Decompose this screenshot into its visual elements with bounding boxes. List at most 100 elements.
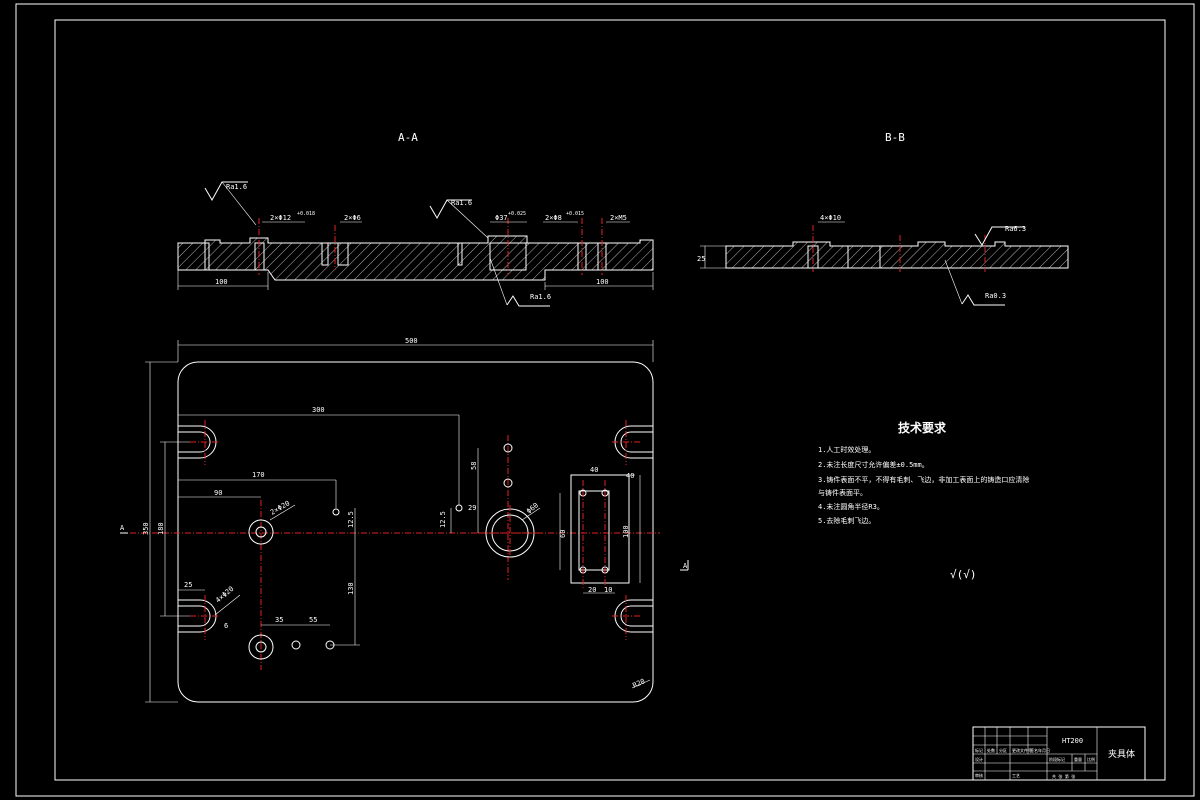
aa-hole3-tol: +0.015 — [566, 211, 584, 217]
hole-small-5 — [503, 443, 513, 453]
plan-view: 500 350 180 300 170 90 25 35 55 130 58 2… — [120, 337, 689, 703]
tech-req-3: 3.铸件表面不平，不得有毛刺、飞边，非加工表面上的铸造口应清除 — [818, 475, 1029, 484]
bb-roughness-bottom: Ra0.3 — [944, 259, 1006, 306]
tb-label-date: 年月日 — [1038, 747, 1050, 753]
tech-req-title: 技术要求 — [898, 420, 947, 435]
outer-frame — [15, 3, 1195, 797]
hole-small-6 — [503, 478, 513, 488]
dim-12-5a: 12.5 — [347, 511, 355, 528]
bb-hole-1 — [807, 245, 819, 269]
bb-roughness-bottom-label: Ra0.3 — [985, 292, 1006, 300]
hole-bottom-boss-inner — [255, 641, 267, 653]
aa-hole1-label: 2×Φ12 — [270, 214, 291, 222]
aa-center-tol: +0.025 — [508, 211, 526, 217]
dim-55: 55 — [309, 616, 317, 624]
hole-small-1 — [291, 640, 301, 650]
roughness-note: √(√) — [950, 568, 977, 581]
aa-roughness-mid: Ra1.6 — [429, 199, 489, 239]
tb-label-sign: 签名 — [1030, 747, 1038, 753]
tech-req-1: 1.人工时效处理。 — [818, 445, 875, 454]
aa-roughness-left: Ra1.6 — [204, 181, 257, 226]
bb-roughness-top: Ra6.3 — [974, 225, 1026, 246]
aa-slot-1 — [204, 242, 210, 271]
aa-center-label: Φ37 — [495, 214, 508, 222]
hole-left-boss-inner — [255, 526, 267, 538]
dim-300: 300 — [312, 406, 325, 414]
aa-hole-4 — [457, 242, 463, 266]
dim-20: 20 — [588, 586, 596, 594]
dim-29: 29 — [468, 504, 476, 512]
title-block-code: HT200 — [1062, 737, 1083, 745]
aa-hole-3 — [337, 242, 349, 266]
dim-100: 100 — [622, 525, 630, 538]
title-block: HT200 夹具体 标记 处数 分区 更改文件号 签名 年月日 设计 审核 工艺… — [972, 726, 1146, 781]
bb-thick-label: 25 — [697, 255, 705, 263]
hole-small-3 — [332, 508, 340, 516]
tb-process: 工艺 — [1012, 773, 1020, 778]
inner-frame — [54, 19, 1166, 781]
dim-overall-width: 500 — [405, 337, 418, 345]
dim-10: 10 — [604, 586, 612, 594]
bb-hole-label: 4×Φ10 — [820, 214, 841, 222]
tb-stage: 阶段标记 — [1049, 756, 1065, 762]
tech-req-2: 2.未注长度尺寸允许偏差±0.5mm。 — [818, 460, 929, 469]
bb-hole-2 — [847, 245, 881, 269]
dim-12-5b: 12.5 — [439, 511, 447, 528]
bb-roughness-top-label: Ra6.3 — [1005, 225, 1026, 233]
tb-design: 设计 — [975, 756, 983, 762]
title-block-name: 夹具体 — [1108, 748, 1135, 760]
aa-hole1-tol: +0.018 — [297, 211, 315, 217]
section-aa: A-A Ra1.6 Ra1.6 Ra1.6 — [177, 131, 654, 307]
dim-90: 90 — [214, 489, 222, 497]
section-bb-title: B-B — [885, 131, 905, 144]
label-slot-6: 6 — [224, 622, 228, 630]
hole-small-4 — [455, 504, 463, 512]
dim-40b: 40 — [626, 472, 634, 480]
section-aa-title: A-A — [398, 131, 418, 144]
cut-plane-a-left: A — [120, 524, 125, 532]
plan-dim-lines — [145, 340, 654, 703]
aa-dim-left: 100 — [215, 278, 228, 286]
dim-overall-height: 350 — [142, 522, 150, 535]
tech-req-3b: 与铸件表面平。 — [818, 488, 867, 497]
dim-130: 130 — [347, 582, 355, 595]
tb-label-zone: 分区 — [999, 747, 1007, 753]
tech-req-5: 5.去除毛刺飞边。 — [818, 516, 875, 525]
tb-scale: 比例 — [1087, 756, 1095, 762]
aa-hole4-label: 2×M5 — [610, 214, 627, 222]
hole-bottom-boss — [248, 634, 274, 660]
dim-58: 58 — [470, 462, 478, 470]
tech-requirements: 技术要求 1.人工时效处理。 2.未注长度尺寸允许偏差±0.5mm。 3.铸件表… — [818, 420, 1029, 581]
dim-r20: R20 — [631, 677, 646, 690]
dim-40a: 40 — [590, 466, 598, 474]
section-bb: B-B 25 4×Φ10 Ra6.3 Ra0.3 — [697, 131, 1069, 306]
tb-check: 审核 — [975, 772, 983, 778]
aa-dim-right: 100 — [596, 278, 609, 286]
dim-inner-height: 180 — [157, 522, 165, 535]
hole-left-boss — [248, 519, 274, 545]
aa-body — [177, 235, 654, 281]
aa-roughness-bottom-label: Ra1.6 — [530, 293, 551, 301]
aa-hole3-label: 2×Φ8 — [545, 214, 562, 222]
aa-hole-2 — [321, 242, 329, 266]
cut-plane-a-right: A — [683, 562, 688, 570]
aa-roughness-mid-label: Ra1.6 — [451, 199, 472, 207]
dim-170: 170 — [252, 471, 265, 479]
dim-25: 25 — [184, 581, 192, 589]
plan-outline — [177, 361, 654, 703]
aa-roughness-left-label: Ra1.6 — [226, 183, 247, 191]
dim-60: 60 — [559, 530, 567, 538]
bb-body — [725, 241, 1069, 269]
tb-label-file: 更改文件号 — [1012, 747, 1032, 753]
pocket-inner — [578, 490, 610, 571]
aa-hole2-label: 2×Φ6 — [344, 214, 361, 222]
tb-label-count: 处数 — [987, 747, 995, 753]
label-phi60: Φ60 — [525, 501, 540, 515]
tb-weight: 重量 — [1074, 756, 1082, 762]
tech-req-4: 4.未注圆角半径R3。 — [818, 502, 884, 511]
aa-roughness-bottom: Ra1.6 — [489, 257, 551, 307]
tb-label-mark: 标记 — [975, 747, 983, 753]
tb-sheet: 共 张 第 张 — [1052, 773, 1075, 779]
dim-35: 35 — [275, 616, 283, 624]
